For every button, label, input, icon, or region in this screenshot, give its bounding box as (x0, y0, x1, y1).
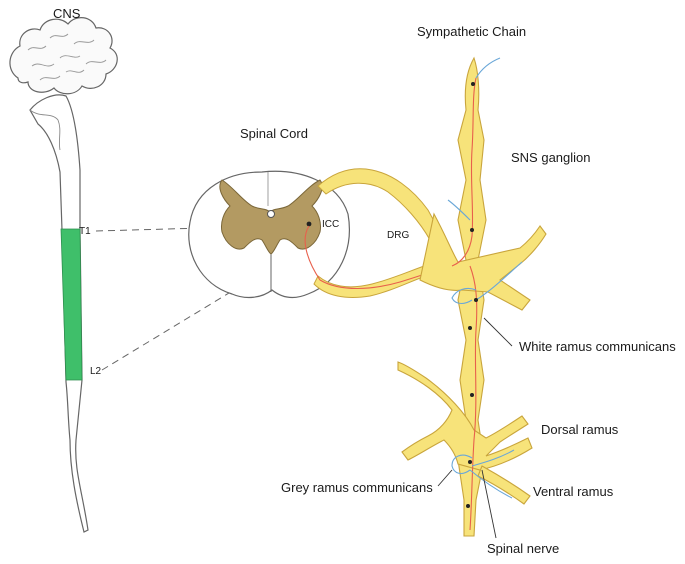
central-canal (267, 210, 275, 218)
white-ramus-pointer (483, 317, 513, 347)
preganglionic-fiber-chain (451, 77, 478, 531)
ventral-ramus-label: Ventral ramus (533, 484, 614, 499)
spinal-cord-label: Spinal Cord (240, 126, 308, 141)
ganglion-dot-4 (468, 326, 472, 330)
brainstem-fold (29, 109, 61, 151)
spinal-cord-column (29, 94, 89, 533)
postganglionic-fiber-upper (447, 57, 523, 305)
ganglion-dot-5 (470, 393, 474, 397)
ganglion-dot-6 (468, 460, 472, 464)
ganglion-dot-1 (471, 82, 475, 86)
dorsal-ramus-label: Dorsal ramus (541, 422, 619, 437)
cns-figure (9, 17, 118, 533)
postganglionic-fiber-lower (451, 449, 515, 499)
brain-gyri (27, 33, 107, 81)
l2-label: L2 (90, 366, 102, 377)
ganglion-dot-7 (466, 504, 470, 508)
sympathetic-chain (397, 56, 547, 537)
spinal-nerve-upper (419, 212, 547, 311)
spinal-nerve-pointer (481, 469, 497, 539)
white-ramus-label: White ramus communicans (519, 339, 676, 354)
spinal-cord-cross-section (188, 168, 453, 299)
lower-nerve-ventral-extension (477, 465, 531, 505)
ganglion-dot-3 (474, 298, 478, 302)
drg-label: DRG (387, 230, 409, 241)
grey-ramus-label: Grey ramus communicans (281, 480, 433, 495)
t1-label: T1 (79, 226, 91, 237)
icc-label: ICC (322, 219, 339, 230)
ganglion-dot-2 (470, 228, 474, 232)
icc-dot (306, 221, 312, 227)
spinal-nerve-lower (397, 361, 533, 471)
thoracolumbar-segment (60, 228, 83, 381)
cns-label: CNS (53, 6, 81, 21)
sns-ganglion-label: SNS ganglion (511, 150, 591, 165)
sympathetic-trunk (457, 56, 487, 537)
grey-ramus-pointer (437, 469, 453, 487)
sympathetic-chain-label: Sympathetic Chain (417, 24, 526, 39)
spinal-nerve-label: Spinal nerve (487, 541, 559, 556)
